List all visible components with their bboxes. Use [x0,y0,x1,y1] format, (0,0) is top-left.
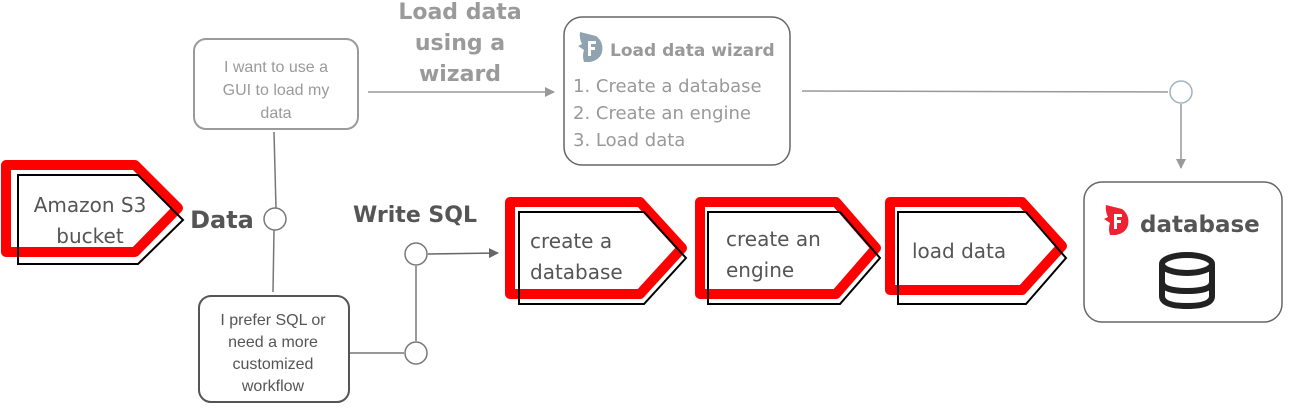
sql-option-line3: customized [233,356,314,373]
sql-option-line1: I prefer SQL or [220,312,326,329]
source-label-line1: Amazon S3 [34,193,147,217]
gui-option-line1: I want to use a [224,59,328,76]
step-create-database-line1: create a [530,229,612,253]
step-load-data[interactable]: load data [885,197,1068,305]
destination-database-box[interactable]: database [1083,181,1283,323]
junction-node-sql-lower [404,341,428,365]
destination-title: database [1140,212,1260,238]
sql-option-line2: need a more [228,334,318,351]
wizard-path-label-line1: Load data [398,0,521,25]
load-data-wizard-box[interactable]: Load data wizard 1. Create a database 2.… [563,16,791,166]
junction-node-wizard-output [1169,80,1193,104]
write-sql-label: Write SQL [353,203,477,228]
firebolt-logo-icon [578,32,603,62]
connector-sql-to-steps [427,248,499,259]
gui-option-line2: GUI to load my [223,82,330,99]
connector-wizard-to-node [801,90,1169,93]
source-black-outline [17,174,185,265]
gui-option-line3: data [260,105,291,122]
wizard-step-1: 1. Create a database [573,76,762,97]
firebolt-logo-icon [1104,205,1129,235]
wizard-path-label: Load data using a wizard [398,0,521,87]
step-create-engine-line1: create an [726,227,821,251]
sql-option-line4: workflow [241,378,305,395]
step-create-engine-line2: engine [726,258,794,282]
connector-data-to-sql [272,229,275,293]
step-create-database-line2: database [530,260,623,284]
wizard-title: Load data wizard [610,41,775,61]
gui-option-box[interactable]: I want to use a GUI to load my data [193,38,359,130]
step-load-data-line1: load data [912,239,1006,263]
wizard-path-label-line2: using a [415,31,505,56]
source-label-line2: bucket [56,224,124,248]
sql-option-box[interactable]: I prefer SQL or need a more customized w… [198,295,350,403]
connector-data-to-gui [273,131,277,209]
database-icon [1159,252,1215,310]
wizard-step-3: 3. Load data [573,130,685,151]
wizard-path-label-line3: wizard [419,62,501,87]
wizard-step-2: 2. Create an engine [573,103,751,124]
source-amazon-s3-bucket[interactable]: Amazon S3 bucket [1,160,185,265]
data-label: Data [190,206,254,234]
junction-node-sql-upper [404,242,428,266]
source-red-outline [1,160,183,257]
connectors [272,87,1186,354]
step-create-engine[interactable]: create an engine [695,197,882,305]
junction-node-data [263,207,287,231]
step-create-database[interactable]: create a database [505,197,688,305]
